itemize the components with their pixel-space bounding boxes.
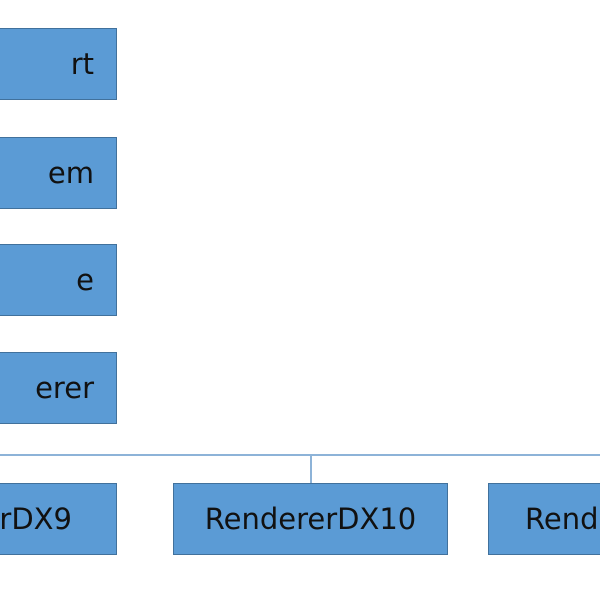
connector-to-renderer-dx10 <box>310 454 312 483</box>
node-core: e <box>0 244 117 316</box>
node-part: rt <box>0 28 117 100</box>
node-system: em <box>0 137 117 209</box>
node-renderer-dx11-label: Rende <box>525 501 600 536</box>
node-renderer-dx10-label: RendererDX10 <box>204 501 417 536</box>
node-core-label: e <box>76 262 94 297</box>
node-renderer-dx11: Rende <box>488 483 600 555</box>
node-renderer-dx9: erDX9 <box>0 483 117 555</box>
node-renderer: erer <box>0 352 117 424</box>
node-renderer-dx9-label: erDX9 <box>0 501 72 536</box>
node-renderer-dx10: RendererDX10 <box>173 483 448 555</box>
node-part-label: rt <box>70 46 94 81</box>
node-system-label: em <box>47 155 94 190</box>
node-renderer-label: erer <box>35 370 94 405</box>
connector-horizontal <box>0 454 600 456</box>
